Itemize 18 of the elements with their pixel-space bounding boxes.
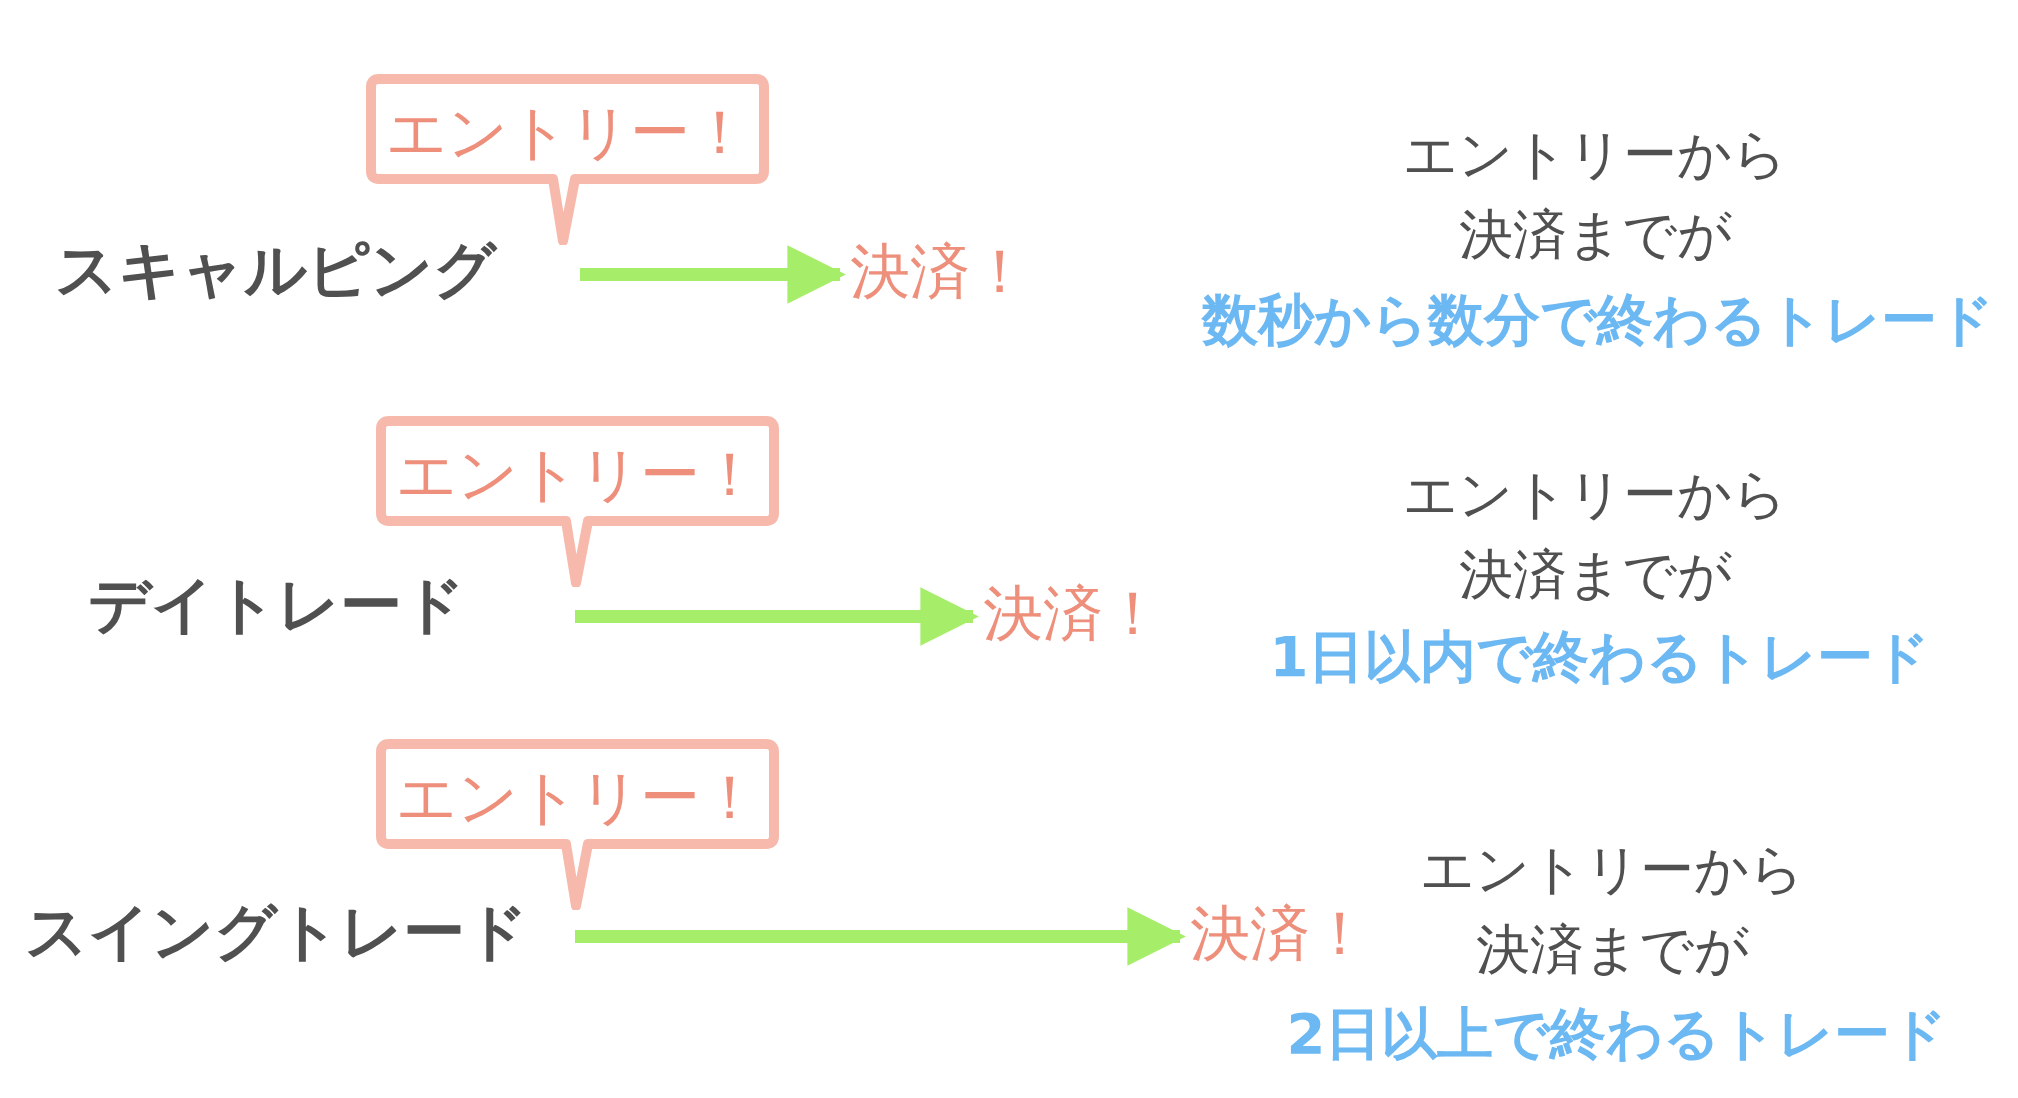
trade-type-label: デイトレード (88, 567, 465, 643)
entry-text: エントリー！ (394, 438, 761, 511)
trade-type-label: スイングトレード (25, 894, 528, 970)
arrow (575, 587, 979, 646)
entry-text: エントリー！ (384, 96, 751, 169)
arrow (575, 907, 1186, 966)
description-text: エントリーから決済までが (1402, 122, 1789, 268)
duration-text: 1日以内で終わるトレード (1269, 623, 1931, 691)
description-text: エントリーから決済までが (1419, 837, 1806, 983)
duration-text: 数秒から数分で終わるトレード (1202, 286, 1994, 354)
entry-text: エントリー！ (394, 761, 761, 834)
settlement-text: 決済！ (983, 574, 1163, 655)
duration-text: 2日以上で終わるトレード (1286, 1000, 1948, 1068)
trade-type-label: スキャルピング (55, 232, 496, 308)
description-text: エントリーから決済までが (1402, 462, 1789, 608)
settlement-text: 決済！ (1190, 894, 1370, 975)
arrow (580, 245, 846, 304)
settlement-text: 決済！ (850, 232, 1030, 313)
